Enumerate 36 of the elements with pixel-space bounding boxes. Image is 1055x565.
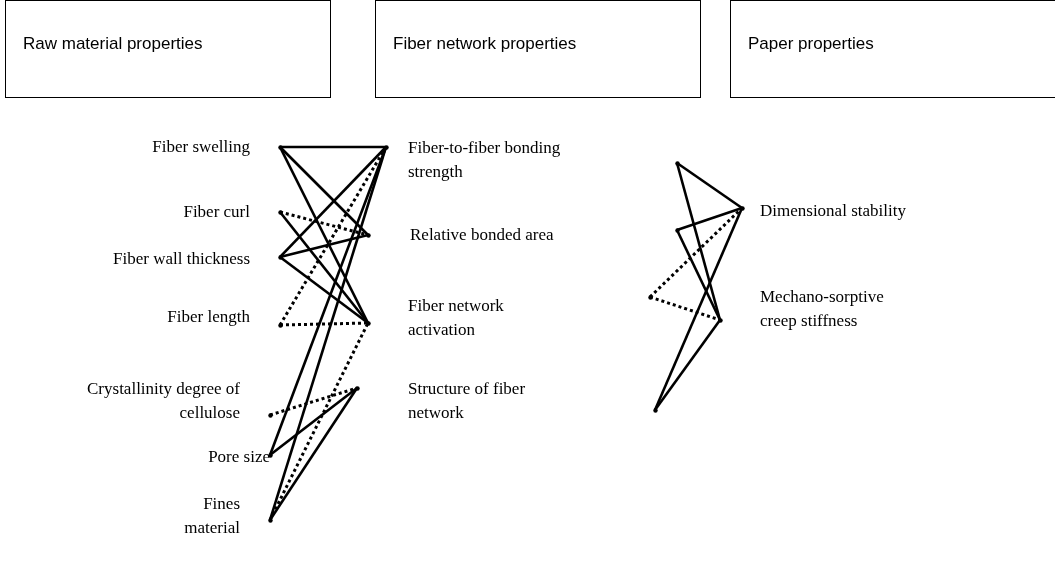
connector-line <box>676 206 743 232</box>
property-label: Fiber swelling <box>20 135 280 159</box>
property-label: Dimensional stability <box>742 198 982 224</box>
property-label: Fiber network activation <box>368 292 650 342</box>
property-label: Crystallinity degree of cellulose <box>20 375 270 420</box>
property-label: Pore size <box>20 445 270 471</box>
dotted-connector-line <box>279 210 369 237</box>
connector-line <box>279 233 369 259</box>
connector-line <box>676 161 743 210</box>
column-heading: Fiber network properties <box>393 34 577 54</box>
property-label: Fiber curl <box>20 198 280 226</box>
connector-line <box>279 146 387 258</box>
connector-line <box>279 146 369 236</box>
column-heading: Raw material properties <box>23 34 203 54</box>
property-label: Fiber length <box>20 303 280 333</box>
property-label: Fines material <box>20 490 270 546</box>
property-label: Relative bonded area <box>368 222 677 248</box>
connector-line <box>653 319 722 411</box>
header-box <box>375 0 701 98</box>
connector-line <box>279 211 369 324</box>
connector-line <box>675 162 722 321</box>
connector-line <box>269 386 358 457</box>
column-heading: Paper properties <box>748 34 874 54</box>
property-label: Fiber-to-fiber bonding strength <box>386 135 677 185</box>
connector-line <box>268 146 388 521</box>
property-label: Structure of fiber network <box>357 375 655 428</box>
property-label: Mechano-sorptive creep stiffness <box>720 283 940 335</box>
connector-line <box>675 229 722 321</box>
header-box <box>730 0 1055 98</box>
dotted-connector-line <box>279 321 369 327</box>
connector-line <box>280 145 386 149</box>
connector-line <box>268 387 359 521</box>
header-box <box>5 0 331 98</box>
dotted-connector-line <box>649 295 721 322</box>
property-label: Fiber wall thickness <box>20 245 280 273</box>
connector-line <box>279 255 369 325</box>
